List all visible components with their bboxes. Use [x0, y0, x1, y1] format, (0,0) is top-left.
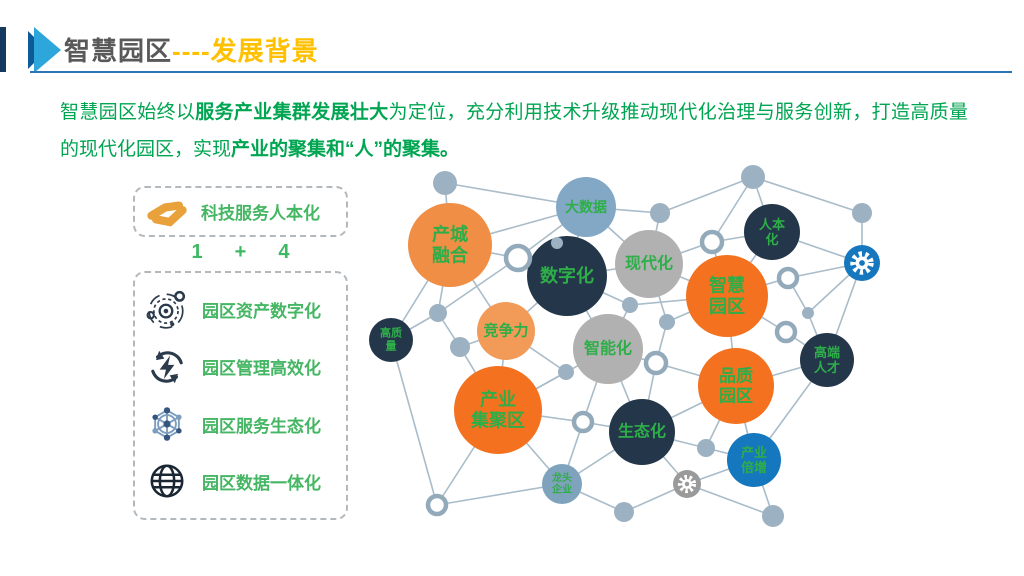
- network-node-smart-park: 智慧园区: [686, 255, 768, 337]
- svg-text:品质园区: 品质园区: [719, 367, 753, 406]
- svg-text:龙头企业: 龙头企业: [551, 471, 572, 496]
- network-node-digitalization: 数字化: [527, 236, 607, 316]
- network-node-dot-11: [697, 439, 715, 457]
- svg-text:大数据: 大数据: [565, 199, 607, 215]
- network-node-dot-2: [741, 165, 765, 189]
- network-node-dot-1: [433, 171, 457, 195]
- network-node-gear-blue: [844, 245, 880, 281]
- pillar-label: 园区资产数字化: [202, 302, 321, 322]
- formula-right: 4: [278, 241, 290, 263]
- ecology-network-icon: [145, 402, 189, 446]
- network-node-dot-10: [802, 307, 814, 319]
- page-title: 智慧园区----发展背景: [64, 31, 319, 68]
- pillar-row-efficiency: 园区管理高效化: [145, 345, 336, 389]
- network-node-dot-12: [762, 505, 784, 527]
- network-node-dot-4: [650, 203, 670, 223]
- page-title-highlight: 发展背景: [210, 36, 319, 66]
- formula-plus: +: [234, 241, 247, 263]
- pillar-label: 园区管理高效化: [202, 359, 321, 379]
- network-node-ring-7: [643, 350, 669, 376]
- network-node-ring-3: [776, 266, 800, 290]
- network-node-industry-city-fusion: 产城融合: [408, 203, 492, 287]
- network-node-competitiveness: 竞争力: [477, 302, 535, 360]
- network-node-quality-park: 品质园区: [698, 348, 774, 424]
- network-node-industry-cluster: 产业集聚区: [454, 366, 542, 454]
- network-node-leading-enterprise: 龙头企业: [542, 464, 582, 504]
- network-node-industry-multiplier: 产业倍增: [727, 433, 781, 487]
- page-title-prefix: 智慧园区: [64, 36, 173, 66]
- svg-text:智能化: 智能化: [584, 339, 632, 358]
- svg-text:现代化: 现代化: [625, 254, 673, 273]
- svg-text:高质量: 高质量: [380, 326, 402, 353]
- svg-text:产城融合: 产城融合: [432, 224, 469, 266]
- network-node-dot-13: [614, 502, 634, 522]
- pillar-row-ecology: 园区服务生态化: [145, 402, 336, 446]
- network-node-ring-1: [503, 243, 533, 273]
- feature-box: 科技服务人本化: [133, 186, 348, 237]
- svg-text:产业集聚区: 产业集聚区: [470, 389, 525, 431]
- network-node-intelligentization: 智能化: [573, 314, 643, 384]
- svg-text:高端人才: 高端人才: [814, 345, 840, 375]
- network-node-gear-gray: [673, 470, 701, 498]
- network-node-ring-6: [425, 493, 449, 517]
- formula-left: 1: [191, 241, 203, 263]
- pillar-box: 园区资产数字化 园区管理高效化: [133, 271, 348, 520]
- network-node-dot-9: [659, 314, 675, 330]
- network-node-dot-6: [622, 297, 638, 313]
- pillar-row-digital: 园区资产数字化: [145, 288, 336, 332]
- intro-paragraph: 智慧园区始终以服务产业集群发展壮大为定位，充分利用技术升级推动现代化治理与服务创…: [60, 94, 968, 168]
- network-node-ring-4: [774, 320, 798, 344]
- efficiency-bolt-icon: [145, 345, 189, 389]
- svg-text:人本化: 人本化: [759, 217, 785, 247]
- digital-orbit-icon: [145, 288, 189, 332]
- title-underline: [30, 71, 1012, 73]
- pillar-label: 园区数据一体化: [202, 473, 321, 493]
- svg-text:智慧园区: 智慧园区: [709, 275, 745, 317]
- network-node-ecologization: 生态化: [609, 399, 675, 465]
- pillar-row-globe: 园区数据一体化: [145, 459, 336, 503]
- pillar-label: 园区服务生态化: [202, 416, 321, 436]
- intro-segment: 为定位，充分利用技术升级推动现代化治理与服务创新，打造高质量的现代化园区，实现: [60, 102, 968, 160]
- network-node-modernization: 现代化: [615, 230, 683, 298]
- title-arrow-icon: [28, 27, 61, 73]
- network-node-human-oriented: 人本化: [744, 204, 800, 260]
- network-node-dot-3: [852, 203, 872, 223]
- network-node-ring-5: [571, 410, 595, 434]
- handshake-icon: [147, 200, 187, 227]
- left-accent-bar: [0, 27, 6, 72]
- intro-segment: 智慧园区始终以: [60, 102, 196, 123]
- network-node-high-quality: 高质量: [369, 318, 413, 362]
- intro-segment: 产业的聚集和“人”的聚集。: [231, 139, 460, 160]
- network-node-ring-2: [699, 229, 725, 255]
- network-node-dot-5: [551, 237, 563, 249]
- network-node-dot-7: [429, 304, 447, 322]
- formula: 1 + 4: [133, 241, 348, 264]
- svg-text:数字化: 数字化: [540, 265, 594, 286]
- page-title-dashes: ----: [172, 36, 211, 66]
- svg-text:生态化: 生态化: [618, 422, 666, 441]
- network-node-dot-8: [450, 337, 470, 357]
- feature-label: 科技服务人本化: [201, 204, 320, 223]
- network-node-high-end-talent: 高端人才: [800, 333, 854, 387]
- globe-icon: [145, 459, 189, 503]
- network-node-big-data: 大数据: [556, 177, 616, 237]
- intro-segment: 服务产业集群发展壮大: [195, 102, 389, 123]
- svg-text:产业倍增: 产业倍增: [741, 445, 767, 475]
- svg-text:竞争力: 竞争力: [483, 322, 528, 340]
- network-node-dot-14: [558, 364, 574, 380]
